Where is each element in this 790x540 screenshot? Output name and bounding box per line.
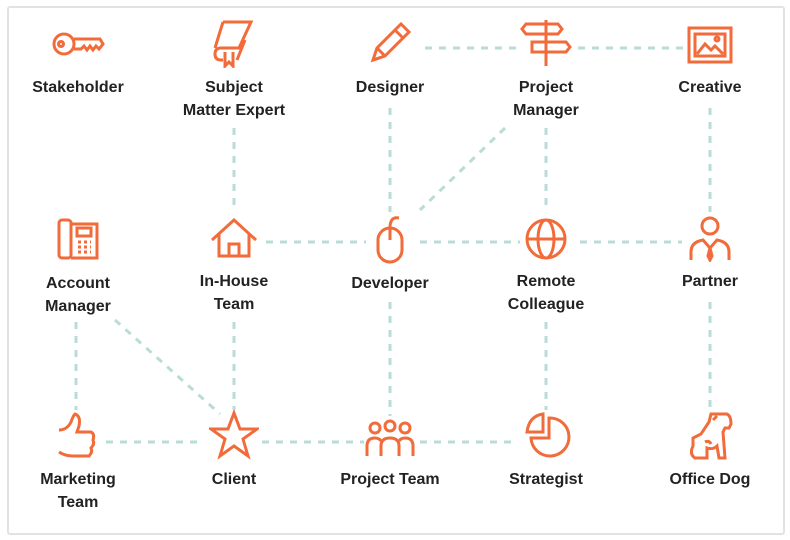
node-creative: Creative [630,24,790,99]
node-label: Office Dog [669,471,751,488]
thumbs-up-icon [58,412,96,458]
node-marketing: Marketing Team [0,412,158,514]
node-label: Remote Colleague [507,273,585,313]
node-strategist: Strategist [466,412,626,491]
diagram-frame [7,6,785,535]
picture-icon [687,26,733,64]
house-icon [210,217,258,258]
node-label: Strategist [509,471,583,488]
pie-chart-icon [525,412,571,458]
node-project-manager: Project Manager [466,18,626,122]
person-tie-icon [689,216,731,262]
node-label: In-House Team [199,273,269,313]
dog-icon [689,412,733,460]
node-label: Developer [351,275,429,292]
group-icon [365,419,415,456]
node-label: Creative [678,79,742,96]
mouse-icon [376,216,404,264]
edge-pm-developer [418,126,507,212]
phone-icon [57,218,99,260]
book-icon [213,20,254,68]
node-partner: Partner [630,214,790,293]
node-label: Project Manager [513,79,579,119]
node-inhouse: In-House Team [154,216,314,316]
node-sme: Subject Matter Expert [154,18,314,122]
node-designer: Designer [310,18,470,99]
node-client: Client [154,410,314,491]
node-label: Client [211,471,257,488]
node-account-manager: Account Manager [0,214,158,318]
node-label: Subject Matter Expert [182,79,286,119]
pencil-icon [370,21,412,63]
signpost-icon [520,20,572,66]
node-label: Designer [355,79,425,96]
node-project-team: Project Team [310,416,470,491]
node-stakeholder: Stakeholder [0,22,158,99]
node-label: Stakeholder [32,79,124,96]
node-label: Partner [681,273,739,290]
node-office-dog: Office Dog [630,410,790,491]
node-label: Account Manager [45,275,111,315]
node-label: Project Team [340,471,440,488]
globe-icon [525,218,567,260]
key-icon [52,32,105,56]
node-label: Marketing Team [40,471,116,511]
star-icon [209,410,259,460]
node-developer: Developer [310,212,470,295]
edge-account-client [113,318,222,416]
node-remote: Remote Colleague [466,216,626,316]
